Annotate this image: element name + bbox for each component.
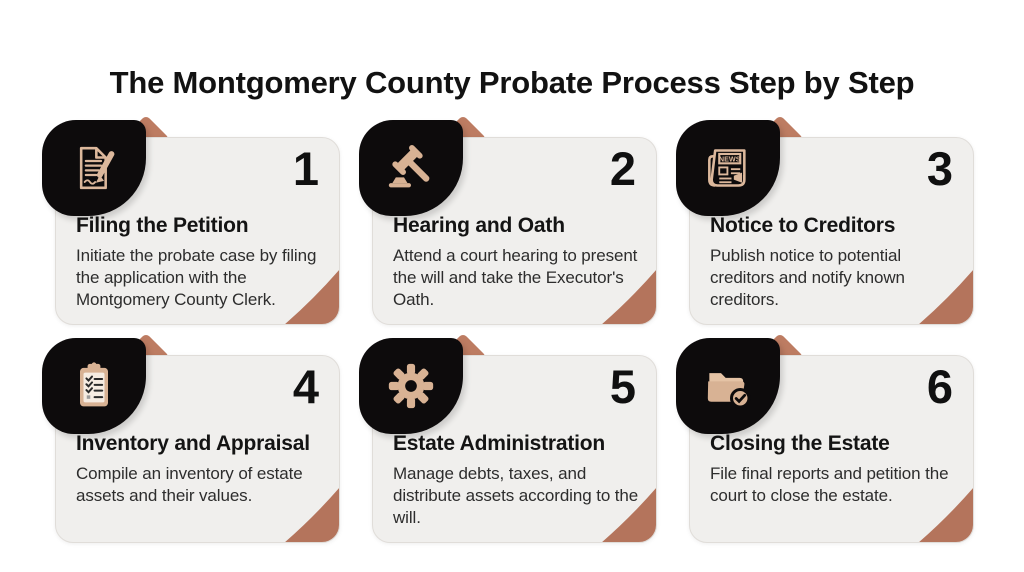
step-description: Compile an inventory of estate assets an… [76,464,303,506]
step-description: File final reports and petition the cour… [710,464,949,506]
folded-corner-accent [602,488,656,542]
gear-icon [388,363,434,409]
step-card-4: 4 Inventory and Appraisal Compile an inv… [42,332,340,543]
step-title: Filing the Petition [76,214,249,237]
icon-badge [676,338,780,434]
steps-grid: 1 Filing the Petition Initiate the proba… [42,114,974,543]
card-content: Estate Administration Manage debts, taxe… [393,432,648,529]
folded-corner-accent [285,488,339,542]
step-number: 6 [926,360,953,413]
step-card-1: 1 Filing the Petition Initiate the proba… [42,114,340,325]
card-content: Filing the Petition Initiate the probate… [76,214,331,311]
folder-check-icon [707,373,751,409]
news-label: NEWS [719,154,741,163]
step-number: 3 [926,142,953,195]
step-description: Publish notice to potential creditors an… [710,246,905,310]
folded-corner-accent [602,270,656,324]
card-content: Notice to Creditors Publish notice to po… [710,214,965,311]
step-title: Inventory and Appraisal [76,432,310,455]
page-title: The Montgomery County Probate Process St… [109,64,915,100]
step-number: 4 [292,360,319,413]
document-pencil-icon [79,146,115,190]
step-card-6: 6 Closing the Estate File final reports … [676,332,974,543]
step-card-3: 3 Notice to Creditors Publish notice to … [676,114,974,325]
step-description: Attend a court hearing to present the wi… [393,246,638,310]
card-content: Hearing and Oath Attend a court hearing … [393,214,648,311]
step-number: 5 [609,360,636,413]
step-number: 1 [292,142,319,195]
card-content: Inventory and Appraisal Compile an inven… [76,432,331,507]
step-description: Initiate the probate case by filing the … [76,246,317,310]
step-title: Estate Administration [393,432,606,455]
card-content: Closing the Estate File final reports an… [710,432,965,507]
folded-corner-accent [919,270,973,324]
step-card-5: 5 Estate Administration Manage debts, ta… [359,332,657,543]
step-title: Notice to Creditors [710,214,896,237]
step-description: Manage debts, taxes, and distribute asse… [393,464,639,528]
card-body: 1 Filing the Petition Initiate the proba… [55,137,340,325]
step-card-2: 2 Hearing and Oath Attend a court hearin… [359,114,657,325]
step-title: Hearing and Oath [393,214,565,237]
gavel-icon [388,145,430,188]
folded-corner-accent [919,488,973,542]
step-title: Closing the Estate [710,432,890,455]
card-body: 5 Estate Administration Manage debts, ta… [372,355,657,543]
newspaper-megaphone-icon: NEWS [708,149,746,187]
step-number: 2 [609,142,636,195]
clipboard-checklist-icon [80,362,108,407]
folded-corner-accent [285,270,339,324]
icon-badge [42,120,146,216]
card-body: 4 Inventory and Appraisal Compile an inv… [55,355,340,543]
